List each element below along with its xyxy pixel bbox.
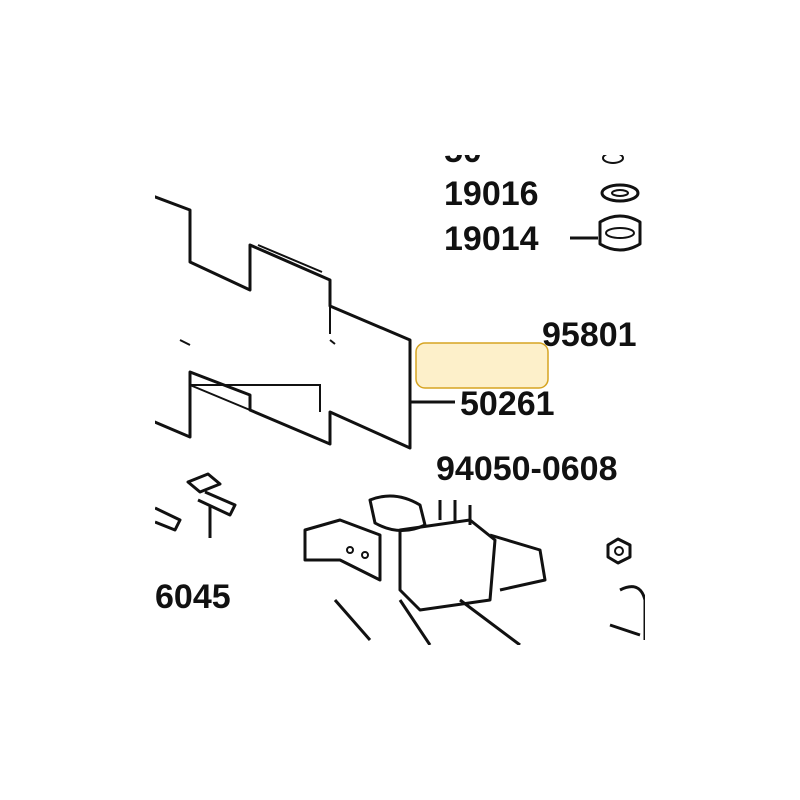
- label-6045: 6045: [155, 578, 231, 616]
- label-19016: 19016: [444, 175, 539, 213]
- label-top-cut: 50: [444, 132, 482, 170]
- bolt-icon: [155, 472, 237, 538]
- label-94050: 94050-0608: [436, 450, 618, 488]
- highlight-box: [415, 342, 549, 389]
- foam-pad-part: [155, 195, 412, 450]
- frame-assembly: [303, 494, 645, 645]
- nut-icon: [606, 537, 632, 565]
- label-95801: 95801: [542, 316, 637, 354]
- label-19014: 19014: [444, 220, 539, 258]
- label-50261: 50261: [460, 385, 555, 423]
- grommet-icon: [570, 155, 642, 252]
